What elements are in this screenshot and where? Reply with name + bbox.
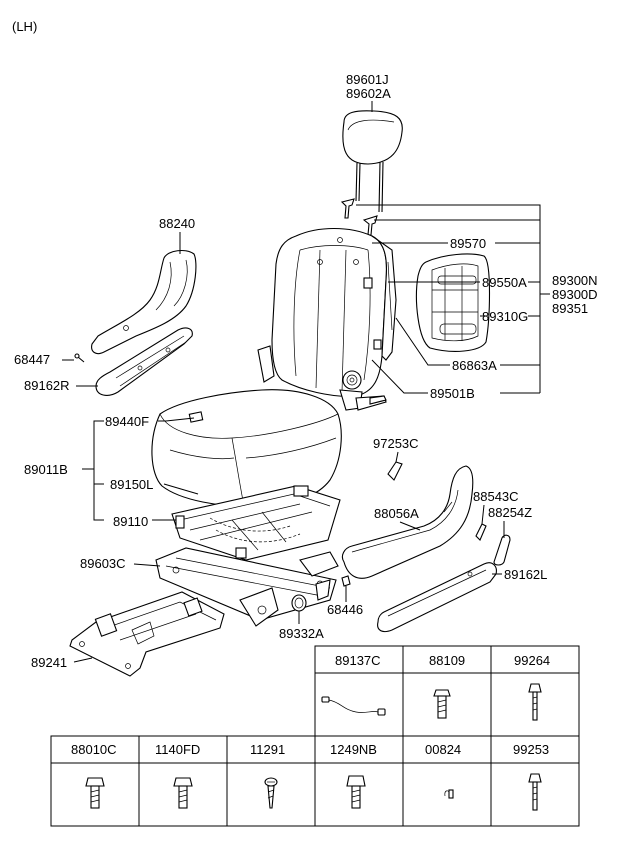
headrest-part	[342, 110, 403, 213]
label-89011B: 89011B	[24, 462, 68, 477]
label-88056A: 88056A	[374, 506, 419, 521]
label-89351: 89351	[552, 301, 588, 316]
label-88254Z: 88254Z	[488, 505, 532, 520]
label-89602A: 89602A	[346, 86, 391, 101]
label-89601J: 89601J	[346, 72, 389, 87]
seat-track-part	[155, 547, 339, 627]
side-cover-89162L-part	[377, 562, 497, 633]
table-header-88010C: 88010C	[71, 742, 117, 757]
label-88543C: 88543C	[473, 489, 519, 504]
cover-88254Z	[493, 534, 511, 566]
label-68447: 68447	[14, 352, 50, 367]
label-89300D: 89300D	[552, 287, 598, 302]
clip-97253C	[387, 461, 403, 481]
side-cover-88240-part	[91, 249, 197, 355]
label-89603C: 89603C	[80, 556, 126, 571]
bolt-1140FD-icon	[173, 777, 193, 809]
bolt-88010C-icon	[85, 777, 105, 809]
label-89440F: 89440F	[105, 414, 149, 429]
table-header-1140FD: 1140FD	[155, 742, 200, 757]
label-97253C: 97253C	[373, 436, 419, 451]
label-89150L: 89150L	[110, 477, 153, 492]
bolt-1249NB-icon	[346, 775, 366, 809]
stud-99264-icon	[528, 683, 542, 721]
label-89501B: 89501B	[430, 386, 475, 401]
stud-99253-icon	[528, 773, 542, 811]
screw-68447	[74, 353, 85, 363]
seat-frame-part	[171, 485, 341, 561]
label-89162R: 89162R	[24, 378, 70, 393]
table-header-11291: 11291	[250, 742, 285, 757]
label-89162L: 89162L	[504, 567, 547, 582]
label-89550A: 89550A	[482, 275, 527, 290]
side-cover-89162R-part	[95, 327, 193, 396]
seat-back-part	[257, 228, 397, 411]
spring-89332A	[291, 594, 307, 612]
clip-88543C	[475, 523, 487, 541]
label-86863A: 86863A	[452, 358, 497, 373]
label-68446: 68446	[327, 602, 363, 617]
variant-label: (LH)	[12, 19, 37, 34]
bolt-68446	[315, 575, 351, 601]
label-88240: 88240	[159, 216, 195, 231]
label-89110: 89110	[113, 514, 148, 529]
base-bracket-part	[69, 591, 225, 677]
label-89570: 89570	[450, 236, 486, 251]
label-89300N: 89300N	[552, 273, 598, 288]
headrest-guides	[340, 198, 378, 236]
label-89241: 89241	[31, 655, 67, 670]
screw-11291-icon	[264, 777, 278, 809]
table-header-89137C: 89137C	[335, 653, 381, 668]
bolt-88109-icon	[433, 689, 451, 719]
table-header-99264: 99264	[514, 653, 550, 668]
table-header-99253: 99253	[513, 742, 549, 757]
table-header-88109: 88109	[429, 653, 465, 668]
back-panel-part	[415, 253, 491, 352]
label-89332A: 89332A	[279, 626, 324, 641]
label-89310G: 89310G	[482, 309, 528, 324]
pin-00824-icon	[444, 789, 454, 799]
fastener-table	[50, 645, 580, 827]
side-shield-88056A-part	[341, 465, 474, 579]
cable-icon	[321, 696, 386, 716]
table-header-00824: 00824	[425, 742, 461, 757]
table-header-1249NB: 1249NB	[330, 742, 377, 757]
